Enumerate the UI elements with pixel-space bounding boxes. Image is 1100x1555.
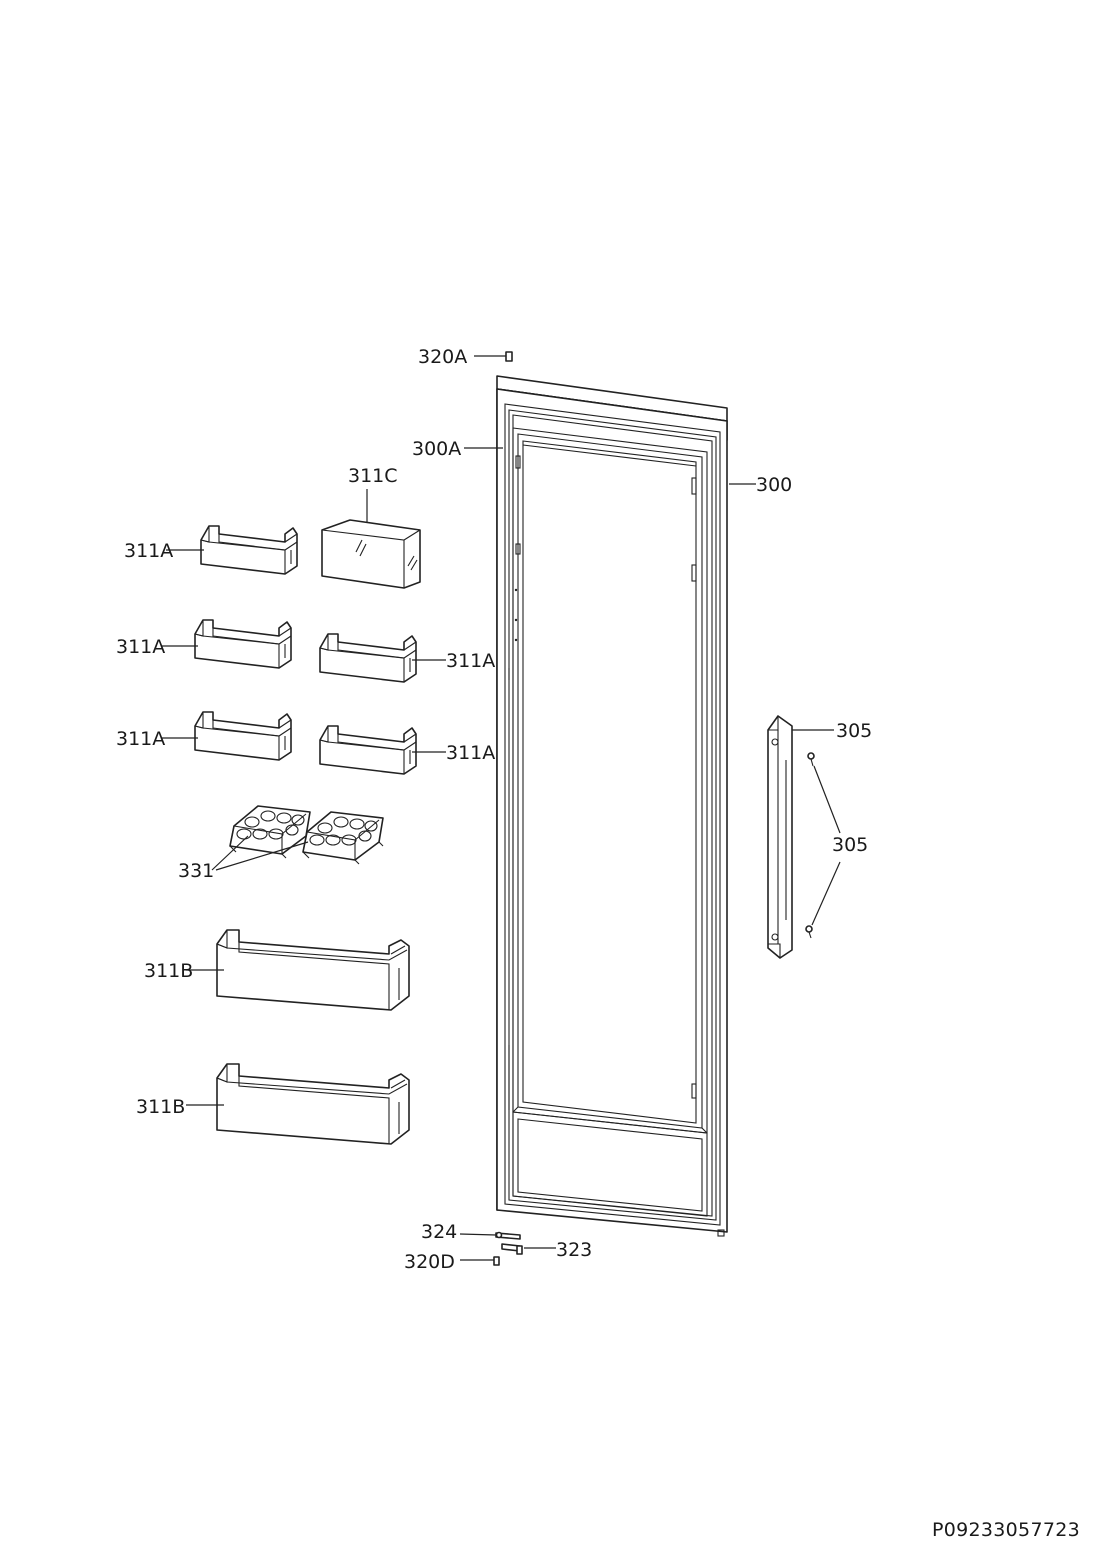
shelf-311A-right-3 <box>319 725 417 775</box>
screw-bottom <box>805 925 813 939</box>
egg-tray-331-right <box>302 811 384 865</box>
shelf-311A-left-3 <box>194 711 292 761</box>
shelf-311B-2 <box>216 1063 410 1145</box>
egg-tray-331-left <box>229 805 311 859</box>
pin-320A <box>474 351 513 362</box>
label-311A-1: 311A <box>124 540 173 562</box>
label-320D: 320D <box>404 1251 455 1273</box>
shelf-311A-right-2 <box>319 633 417 683</box>
label-331: 331 <box>178 860 214 882</box>
shelf-311B-1 <box>216 929 410 1011</box>
label-324: 324 <box>421 1221 457 1243</box>
shelf-311A-left-2 <box>194 619 292 669</box>
label-300: 300 <box>756 474 792 496</box>
screw-top <box>807 752 815 767</box>
label-311B-1: 311B <box>144 960 193 982</box>
label-311A-5: 311A <box>446 742 495 764</box>
label-311B-2: 311B <box>136 1096 185 1118</box>
label-311A-2: 311A <box>116 636 165 658</box>
label-305-top: 305 <box>836 720 872 742</box>
document-number: P09233057723 <box>931 1519 1080 1541</box>
shelf-311A-left-1 <box>200 525 298 575</box>
label-300A: 300A <box>412 438 461 460</box>
label-323: 323 <box>556 1239 592 1261</box>
hinge-parts-bottom <box>459 1231 556 1266</box>
covered-compartment-311C <box>321 519 421 589</box>
label-320A: 320A <box>418 346 467 368</box>
label-311A-4: 311A <box>116 728 165 750</box>
door-panel <box>496 375 728 1237</box>
door-handle <box>767 715 841 959</box>
label-311A-3: 311A <box>446 650 495 672</box>
label-311C: 311C <box>348 465 398 487</box>
leader-331 <box>211 835 309 871</box>
label-305-screws: 305 <box>832 834 868 856</box>
